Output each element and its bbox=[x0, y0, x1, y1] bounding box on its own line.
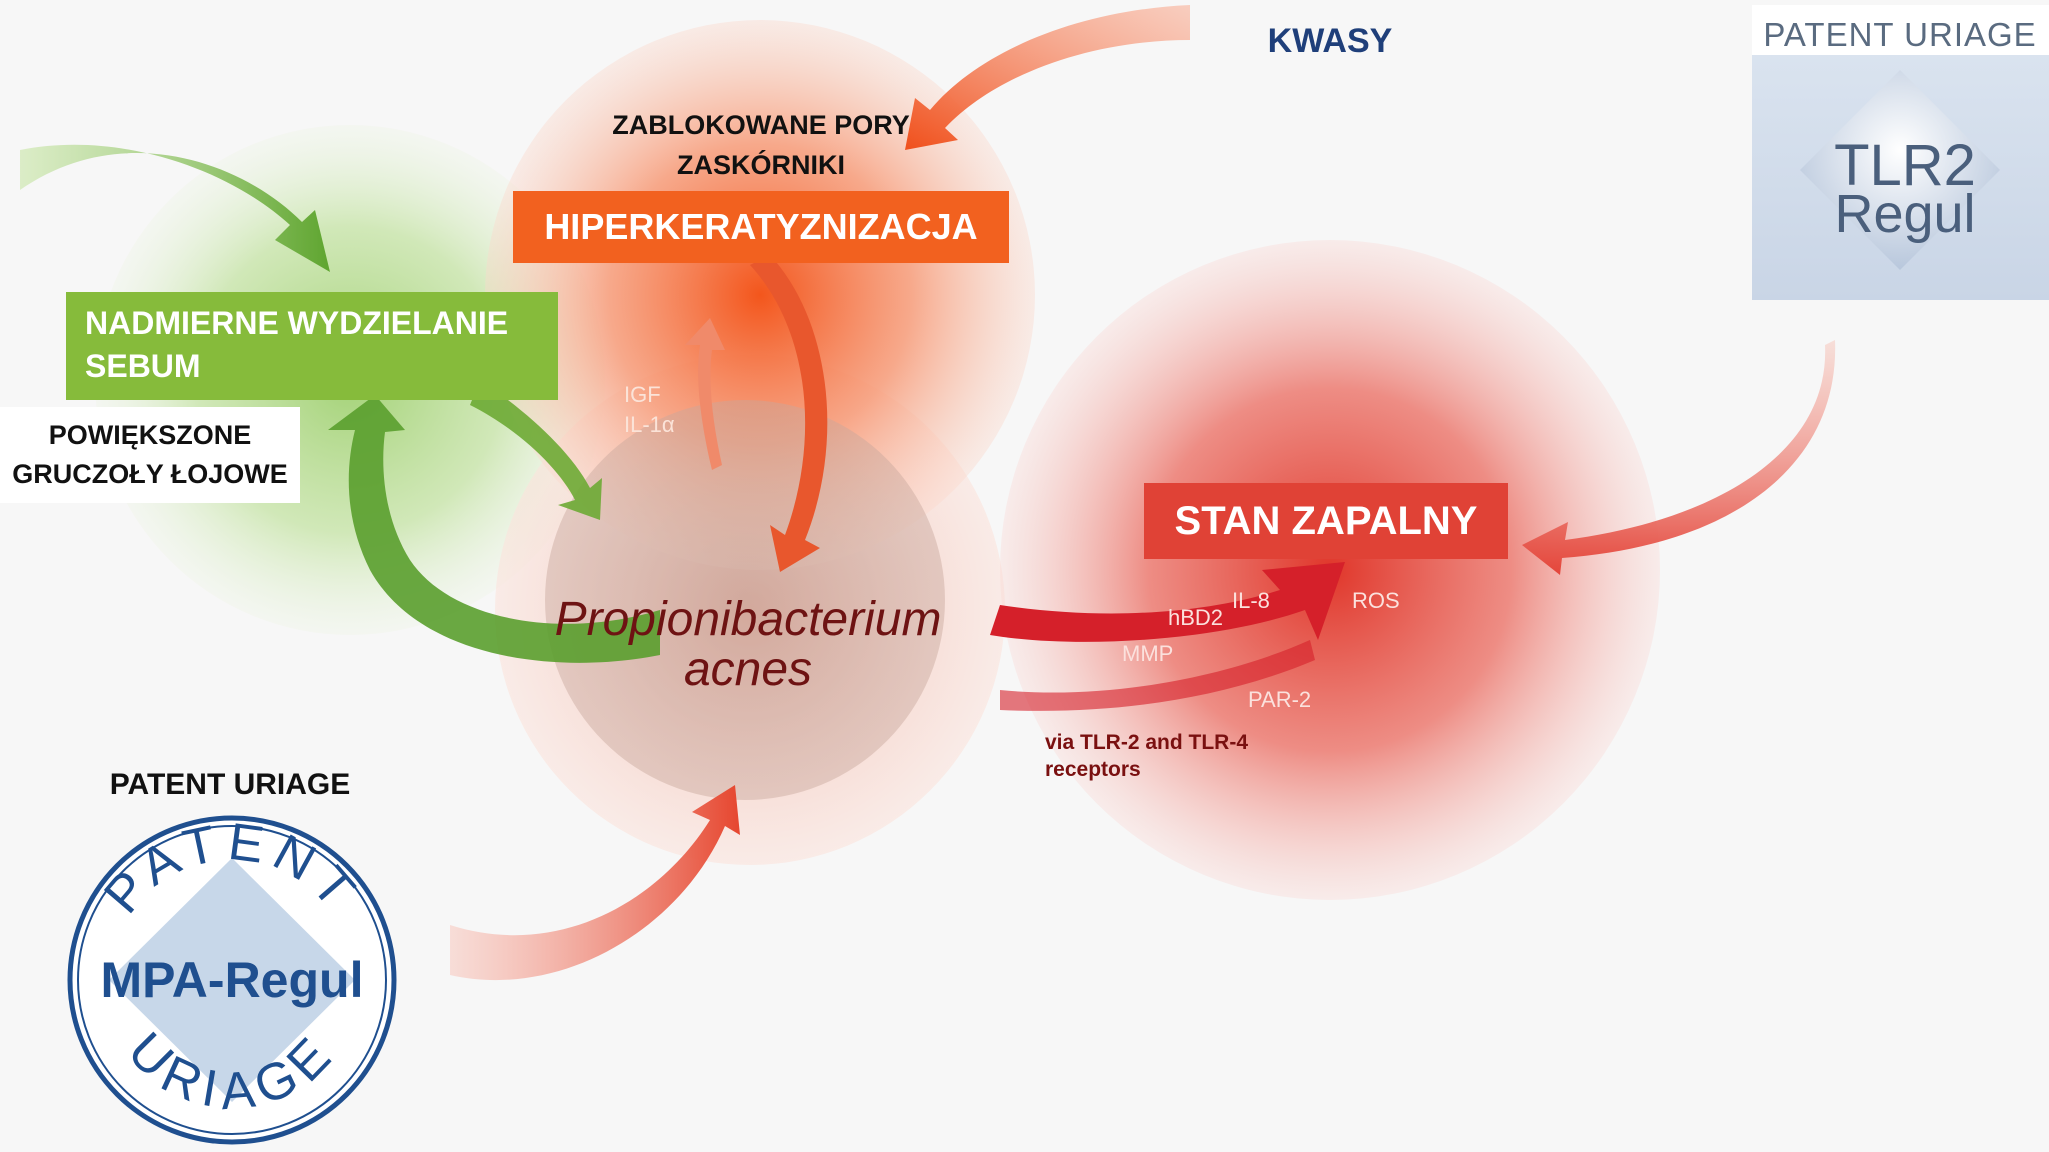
patent-mpa-title: PATENT URIAGE bbox=[109, 768, 351, 801]
label-excess-sebum: NADMIERNE WYDZIELANIE SEBUM bbox=[66, 292, 558, 400]
orange-arrow-down bbox=[750, 255, 828, 572]
label-glands-line2: GRUCZOŁY ŁOJOWE bbox=[12, 459, 288, 489]
label-blocked-pores: ZABLOKOWANE PORY ZASKÓRNIKI bbox=[513, 105, 1009, 185]
label-il8: IL-8 bbox=[1232, 588, 1270, 613]
label-bacterium-line2: acnes bbox=[684, 643, 812, 696]
label-ros: ROS bbox=[1352, 588, 1400, 613]
label-via-line1: via TLR-2 and TLR-4 bbox=[1045, 731, 1248, 754]
orange-arrow-up bbox=[685, 318, 725, 470]
label-acids: KWASY bbox=[1267, 22, 1393, 60]
red-arrow-shadow bbox=[1000, 640, 1315, 711]
tlr2-name-line2: Regul bbox=[1834, 184, 1975, 244]
green-arrow-return bbox=[328, 395, 660, 663]
red-arrow-bottom-incoming bbox=[450, 785, 740, 981]
label-enlarged-glands: POWIĘKSZONE GRUCZOŁY ŁOJOWE bbox=[0, 407, 300, 503]
red-arrow-right-incoming bbox=[1522, 340, 1836, 575]
mpa-regul-seal: PATENT URIAGE MPA-Regul bbox=[67, 813, 397, 1145]
label-glands-line1: POWIĘKSZONE bbox=[48, 420, 252, 450]
label-bacterium-line1: Propionibacterium bbox=[555, 593, 942, 646]
label-via-line2: receptors bbox=[1045, 758, 1141, 781]
orange-arrow-acids bbox=[905, 5, 1190, 150]
green-arrow-to-bacterium bbox=[470, 380, 602, 520]
label-il1a: IL-1α bbox=[624, 412, 675, 437]
green-arrow-incoming bbox=[20, 144, 330, 272]
label-par2: PAR-2 bbox=[1248, 687, 1311, 712]
label-igf: IGF bbox=[624, 382, 661, 407]
patent-tlr-title: PATENT URIAGE bbox=[1763, 16, 2037, 53]
red-arrow-to-inflammation bbox=[990, 562, 1345, 642]
label-inflammation: STAN ZAPALNY bbox=[1144, 483, 1508, 559]
label-hyperkeratinization: HIPERKERATYZNIZACJA bbox=[513, 191, 1009, 263]
bacterium-circle bbox=[545, 400, 945, 800]
label-sebum-line1: NADMIERNE WYDZIELANIE bbox=[85, 305, 509, 341]
seal-name: MPA-Regul bbox=[101, 952, 364, 1008]
label-mmp: MMP bbox=[1122, 641, 1173, 666]
hyperkeratinization-circle bbox=[485, 20, 1035, 570]
label-hbd2: hBD2 bbox=[1168, 605, 1223, 630]
label-pores-line1: ZABLOKOWANE PORY bbox=[612, 110, 910, 140]
label-sebum-line2: SEBUM bbox=[85, 348, 201, 384]
label-pores-line2: ZASKÓRNIKI bbox=[677, 150, 845, 180]
tlr2-regul-logo: TLR2 Regul bbox=[1752, 5, 2049, 300]
tlr2-name-line1: TLR2 bbox=[1834, 133, 1976, 198]
